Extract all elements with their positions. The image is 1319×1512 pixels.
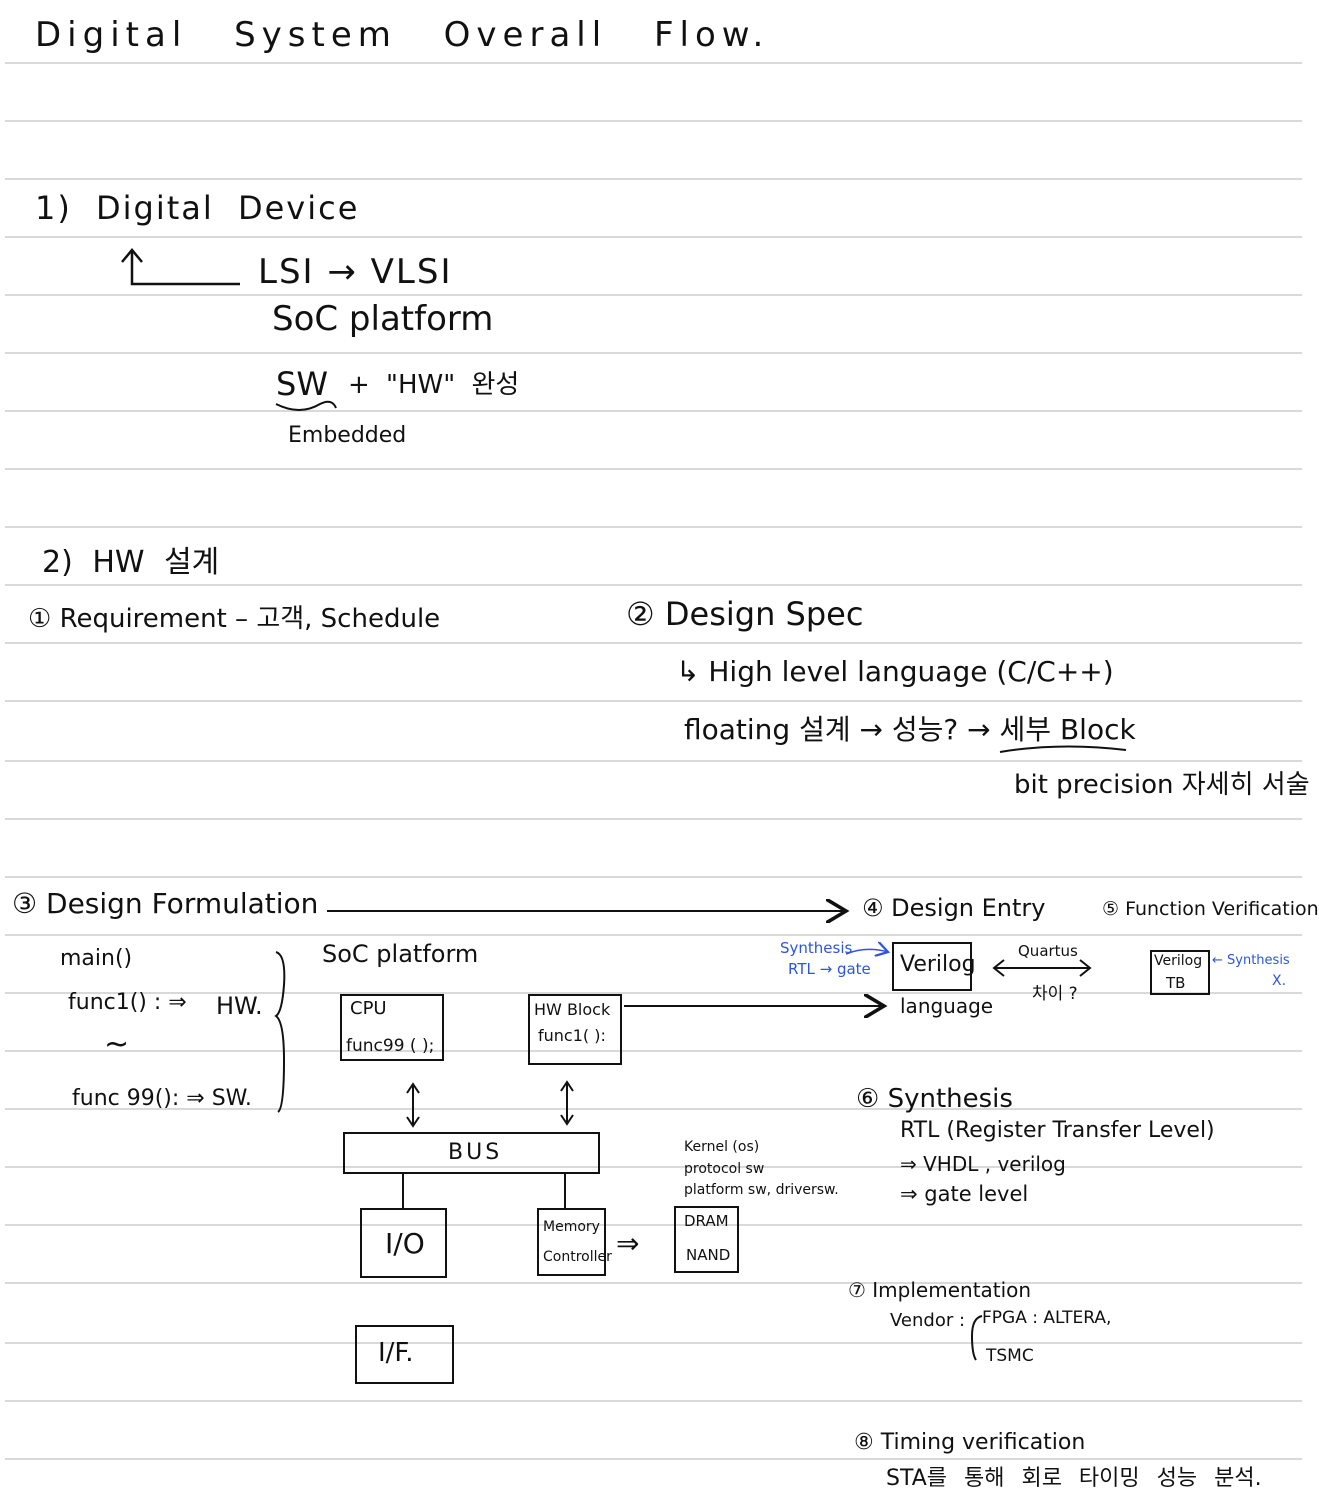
rtl-gate-annotation: RTL → gate	[788, 960, 871, 978]
cpu-block	[340, 994, 444, 1061]
verilog-label: Verilog	[900, 952, 976, 977]
io-block	[360, 1208, 447, 1278]
cpu-bus-arrow	[406, 1082, 420, 1128]
memory-label: Memory	[543, 1219, 600, 1235]
bit-precision-text: bit precision 자세히 서술	[1014, 770, 1310, 800]
timing-verification-heading: ⑧ Timing verification	[854, 1430, 1086, 1455]
section-2-heading: 2) HW 설계	[42, 545, 220, 580]
vendor-brace	[970, 1315, 983, 1361]
dram-label: DRAM	[684, 1212, 729, 1230]
requirement-text: ① Requirement – 고객, Schedule	[28, 604, 441, 634]
language-label: language	[900, 994, 994, 1018]
quartus-double-arrow	[992, 959, 1092, 977]
bus-label: BUS	[448, 1140, 503, 1165]
func1-text: func1() : ⇒	[68, 990, 187, 1015]
implementation-heading: ⑦ Implementation	[848, 1278, 1032, 1302]
synthesis-note: ← Synthesis	[1212, 953, 1290, 968]
memory-arrow: ⇒	[616, 1227, 640, 1260]
memory-controller-block	[537, 1208, 606, 1276]
quartus-label: Quartus	[1018, 942, 1078, 960]
bus-block	[343, 1132, 600, 1174]
io-label: I/O	[385, 1227, 425, 1260]
tsmc-text: TSMC	[986, 1346, 1034, 1366]
interface-block	[355, 1325, 454, 1384]
tilde-text: ~	[104, 1027, 130, 1062]
design-formulation-heading: ③ Design Formulation	[12, 887, 319, 920]
nand-label: NAND	[686, 1246, 731, 1264]
high-level-language-text: ↳ High level language (C/C++)	[676, 655, 1114, 688]
kernel-os-text: Kernel (os)	[684, 1139, 760, 1155]
design-spec-heading: ② Design Spec	[626, 595, 864, 633]
verilog-block	[892, 942, 972, 991]
design-entry-heading: ④ Design Entry	[862, 894, 1046, 922]
platform-sw-text: platform sw, driversw.	[684, 1182, 839, 1198]
dram-nand-block	[674, 1206, 739, 1273]
sta-text: STA를 통해 회로 타이밍 성능 분석.	[886, 1466, 1262, 1491]
section-1-heading: 1) Digital Device	[35, 189, 360, 227]
fpga-vendor-text: FPGA : ALTERA,	[982, 1308, 1112, 1328]
function-verification-heading: ⑤ Function Verification	[1102, 898, 1319, 920]
difference-label: 차이 ?	[1032, 984, 1078, 1004]
vhdl-verilog-text: ⇒ VHDL , verilog	[900, 1152, 1066, 1176]
interface-label: I/F.	[378, 1338, 414, 1368]
hw-block-label: HW Block	[534, 1000, 611, 1019]
synthesis-heading: ⑥ Synthesis	[856, 1084, 1013, 1114]
synthesis-annotation: Synthesis	[780, 939, 853, 957]
verilog-tb-block	[1150, 950, 1210, 995]
hw-block-func-label: func1( ):	[538, 1026, 606, 1045]
function-brace	[274, 951, 286, 1113]
lsi-vlsi-text: LSI → VLSI	[258, 252, 453, 292]
hw-block	[528, 994, 622, 1065]
floating-design-text: floating 설계 → 성능? → 세부 Block	[684, 713, 1136, 746]
soc-platform-label: SoC platform	[322, 940, 479, 968]
lsi-pointer-arrow	[121, 248, 240, 286]
cpu-label: CPU	[350, 998, 387, 1019]
hwblock-bus-arrow	[560, 1080, 574, 1126]
synthesis-x-mark: X.	[1272, 973, 1287, 989]
synthesis-blue-arrow	[845, 949, 888, 954]
rtl-text: RTL (Register Transfer Level)	[900, 1118, 1215, 1143]
sw-underline	[275, 400, 337, 411]
cpu-func-label: func99 ( );	[346, 1036, 435, 1056]
block-underline	[999, 745, 1127, 753]
verilog-tb-label: Verilog	[1154, 953, 1203, 969]
hw-complete-text: + "HW" 완성	[348, 370, 520, 400]
tb-label: TB	[1166, 974, 1186, 992]
soc-platform-text: SoC platform	[272, 299, 494, 339]
page-title: Digital System Overall Flow.	[35, 15, 770, 55]
embedded-text: Embedded	[288, 423, 407, 448]
gate-level-text: ⇒ gate level	[900, 1182, 1029, 1206]
main-func-text: main()	[60, 946, 133, 971]
func99-text: func 99(): ⇒ SW.	[72, 1086, 252, 1111]
sw-text: SW	[276, 365, 328, 403]
protocol-sw-text: protocol sw	[684, 1161, 765, 1177]
controller-label: Controller	[543, 1249, 612, 1265]
vendor-label: Vendor :	[890, 1310, 966, 1331]
hw-label: HW.	[216, 992, 263, 1020]
